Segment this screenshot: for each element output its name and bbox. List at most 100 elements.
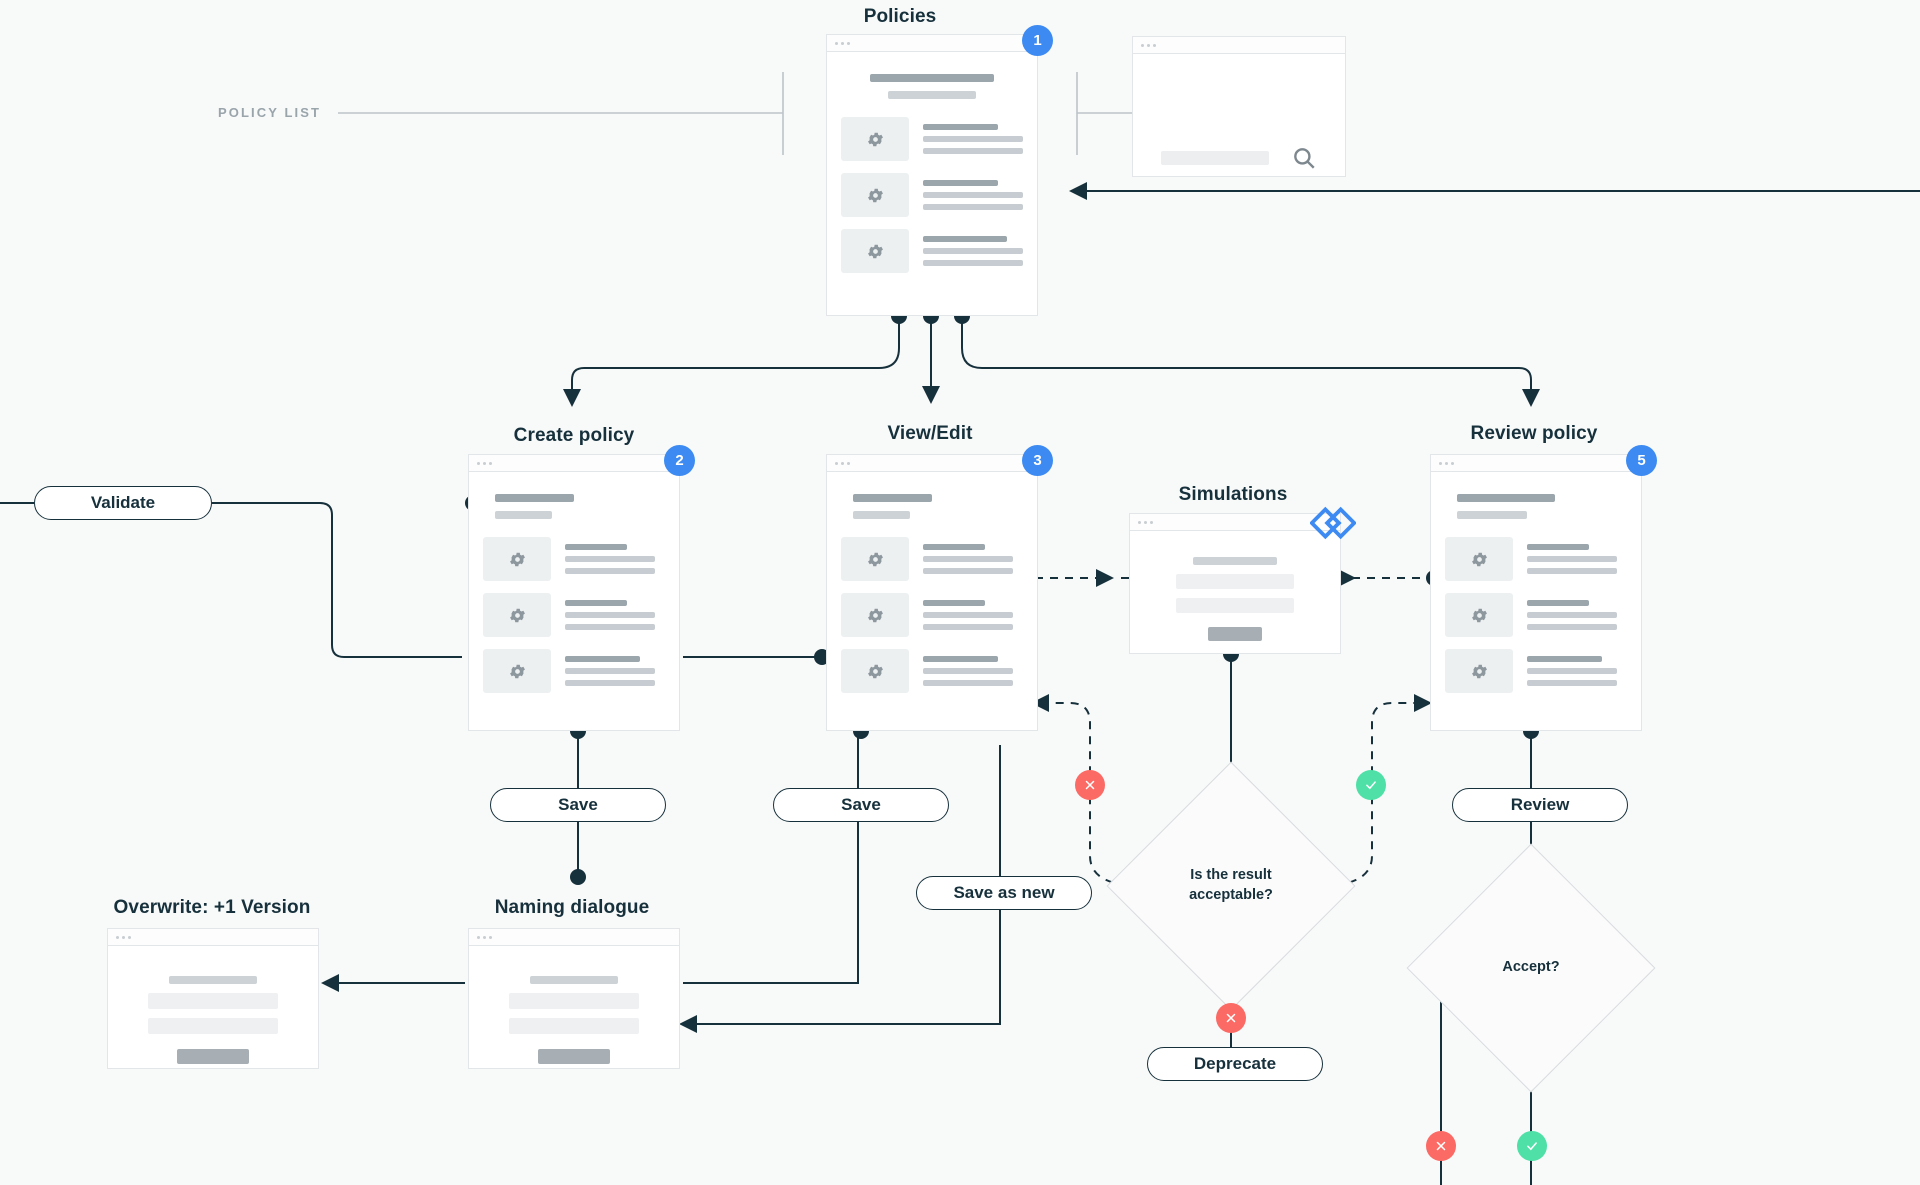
list-item[interactable] xyxy=(483,649,665,693)
card-titlebar xyxy=(1130,514,1340,531)
decision-line-1: Accept? xyxy=(1502,959,1560,976)
form-submit-button[interactable] xyxy=(538,1049,610,1064)
close-icon xyxy=(1226,1013,1236,1023)
check-icon xyxy=(1366,781,1376,790)
gear-icon xyxy=(841,649,909,693)
gear-icon xyxy=(841,229,909,273)
card-titlebar xyxy=(469,929,679,946)
list-item-text-lines xyxy=(1527,544,1627,574)
card-header-placeholder xyxy=(827,52,1037,99)
form-field[interactable] xyxy=(1176,574,1294,589)
decision-line-2: acceptable? xyxy=(1189,887,1273,903)
action-save-as-new[interactable]: Save as new xyxy=(916,876,1092,910)
form-field[interactable] xyxy=(508,1018,640,1034)
card-header-placeholder xyxy=(1431,472,1641,519)
action-review[interactable]: Review xyxy=(1452,788,1628,822)
step-badge-3: 3 xyxy=(1022,445,1053,476)
close-icon xyxy=(1436,1141,1446,1151)
decision-label: Is the result acceptable? xyxy=(1143,798,1319,974)
card-row-list xyxy=(1431,519,1641,707)
list-item[interactable] xyxy=(841,593,1023,637)
list-item-text-lines xyxy=(565,600,665,630)
form-submit-button[interactable] xyxy=(177,1049,249,1064)
form-field[interactable] xyxy=(1176,598,1294,613)
card-simulations[interactable] xyxy=(1129,513,1341,654)
search-icon[interactable] xyxy=(1291,145,1317,171)
card-titlebar xyxy=(827,35,1037,52)
list-item[interactable] xyxy=(841,537,1023,581)
gear-icon xyxy=(483,593,551,637)
gear-icon xyxy=(483,649,551,693)
list-item-text-lines xyxy=(923,180,1023,210)
gear-icon xyxy=(841,173,909,217)
form-field[interactable] xyxy=(508,993,640,1009)
card-header-placeholder xyxy=(827,472,1037,519)
list-item[interactable] xyxy=(1445,537,1627,581)
list-item-text-lines xyxy=(923,236,1023,266)
step-badge-1: 1 xyxy=(1022,25,1053,56)
card-titlebar xyxy=(827,455,1037,472)
form-field[interactable] xyxy=(147,1018,279,1034)
card-titlebar xyxy=(1133,37,1345,54)
list-item-text-lines xyxy=(923,124,1023,154)
card-overwrite[interactable] xyxy=(107,928,319,1069)
action-validate[interactable]: Validate xyxy=(34,486,212,520)
card-policies[interactable] xyxy=(826,34,1038,316)
gear-icon xyxy=(1445,537,1513,581)
status-badge-accept-simulation xyxy=(1356,770,1386,800)
status-badge-reject-result xyxy=(1216,1003,1246,1033)
card-row-list xyxy=(827,99,1037,287)
overwrite-dialog-form xyxy=(108,946,318,1064)
list-item-text-lines xyxy=(923,544,1023,574)
gear-icon xyxy=(1445,593,1513,637)
list-item[interactable] xyxy=(1445,593,1627,637)
naming-dialog-form xyxy=(469,946,679,1064)
decision-accept[interactable]: Accept? xyxy=(1406,843,1656,1093)
card-review-policy[interactable] xyxy=(1430,454,1642,731)
list-item[interactable] xyxy=(841,229,1023,273)
list-item-text-lines xyxy=(1527,600,1627,630)
status-badge-reject-accept xyxy=(1426,1131,1456,1161)
diamond-logo-icon xyxy=(1309,500,1357,546)
list-item[interactable] xyxy=(841,173,1023,217)
form-submit-button[interactable] xyxy=(1207,627,1263,641)
card-search[interactable] xyxy=(1132,36,1346,177)
decision-is-result-acceptable[interactable]: Is the result acceptable? xyxy=(1106,761,1356,1011)
card-row-list xyxy=(469,519,679,707)
action-deprecate[interactable]: Deprecate xyxy=(1147,1047,1323,1081)
close-icon xyxy=(1085,780,1095,790)
list-item[interactable] xyxy=(1445,649,1627,693)
decision-label: Accept? xyxy=(1443,880,1619,1056)
search-input[interactable] xyxy=(1161,150,1269,165)
list-item[interactable] xyxy=(483,537,665,581)
card-caption-create-policy: Create policy xyxy=(513,425,635,446)
list-item[interactable] xyxy=(841,649,1023,693)
check-icon xyxy=(1527,1142,1537,1151)
card-header-placeholder xyxy=(469,472,679,519)
list-item[interactable] xyxy=(483,593,665,637)
action-save-create[interactable]: Save xyxy=(490,788,666,822)
status-badge-reject-simulation xyxy=(1075,770,1105,800)
card-caption-naming-dialogue: Naming dialogue xyxy=(494,897,650,918)
step-badge-2: 2 xyxy=(664,445,695,476)
action-save-view-edit[interactable]: Save xyxy=(773,788,949,822)
card-titlebar xyxy=(108,929,318,946)
search-bar-area xyxy=(1133,54,1345,227)
form-label-placeholder xyxy=(168,976,258,984)
form-field[interactable] xyxy=(147,993,279,1009)
card-caption-policies: Policies xyxy=(863,6,937,27)
status-badge-approve-accept xyxy=(1517,1131,1547,1161)
list-item-text-lines xyxy=(565,656,665,686)
gear-icon xyxy=(1445,649,1513,693)
list-item[interactable] xyxy=(841,117,1023,161)
card-view-edit[interactable] xyxy=(826,454,1038,731)
card-titlebar xyxy=(469,455,679,472)
card-create-policy[interactable] xyxy=(468,454,680,731)
simulation-form xyxy=(1130,531,1340,641)
gear-icon xyxy=(841,593,909,637)
card-caption-view-edit: View/Edit xyxy=(887,423,973,444)
card-naming-dialogue[interactable] xyxy=(468,928,680,1069)
gear-icon xyxy=(841,537,909,581)
card-titlebar xyxy=(1431,455,1641,472)
